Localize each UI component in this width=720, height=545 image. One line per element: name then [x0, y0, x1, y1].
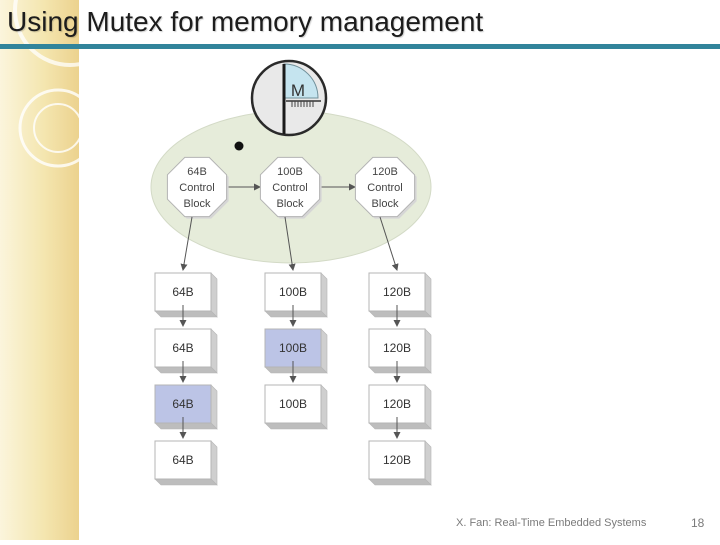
memory-block-label: 64B [172, 285, 193, 299]
memory-block-label: 120B [383, 341, 411, 355]
title-rule [0, 44, 720, 49]
pool-head-link [180, 216, 193, 271]
memory-block-120b-free: 120B [368, 440, 432, 486]
mutex-lock-icon: M [250, 59, 328, 137]
memory-block-100b-free: 100B [264, 384, 328, 430]
mutex-label: M [291, 81, 305, 100]
memory-block-64b-free: 64B [154, 440, 218, 486]
left-decorative-band [0, 0, 127, 540]
control-block-text: 64B [187, 166, 207, 178]
memory-block-64b-free: 64B [154, 328, 218, 374]
memory-block-label: 100B [279, 285, 307, 299]
memory-block-label: 100B [279, 397, 307, 411]
memory-block-64b-allocated: 64B [154, 384, 218, 430]
memory-block-120b-free: 120B [368, 328, 432, 374]
memory-block-label: 120B [383, 453, 411, 467]
page-number: 18 [691, 516, 705, 530]
memory-block-label: 64B [172, 341, 193, 355]
slide-title: Using Mutex for memory management [7, 6, 484, 37]
memory-block-100b-allocated: 100B [264, 328, 328, 374]
control-block-text: Control [272, 182, 307, 194]
control-block-text: 100B [277, 166, 303, 178]
control-block-text: Block [372, 198, 399, 210]
memory-block-100b-free: 100B [264, 272, 328, 318]
control-block-text: Block [184, 198, 211, 210]
control-block-text: 120B [372, 166, 398, 178]
footer-text: X. Fan: Real-Time Embedded Systems [456, 517, 647, 529]
memory-block-label: 64B [172, 453, 193, 467]
memory-block-label: 120B [383, 397, 411, 411]
control-block-text: Control [179, 182, 214, 194]
memory-block-label: 64B [172, 397, 193, 411]
memory-block-64b-free: 64B [154, 272, 218, 318]
pool-head-link [284, 216, 296, 271]
control-block-text: Control [367, 182, 402, 194]
memory-block-label: 100B [279, 341, 307, 355]
memory-block-label: 120B [383, 285, 411, 299]
mutex-pointer-dot [234, 141, 244, 151]
memory-block-120b-free: 120B [368, 384, 432, 430]
control-block-text: Block [277, 198, 304, 210]
memory-block-120b-free: 120B [368, 272, 432, 318]
pool-head-link [379, 216, 399, 271]
